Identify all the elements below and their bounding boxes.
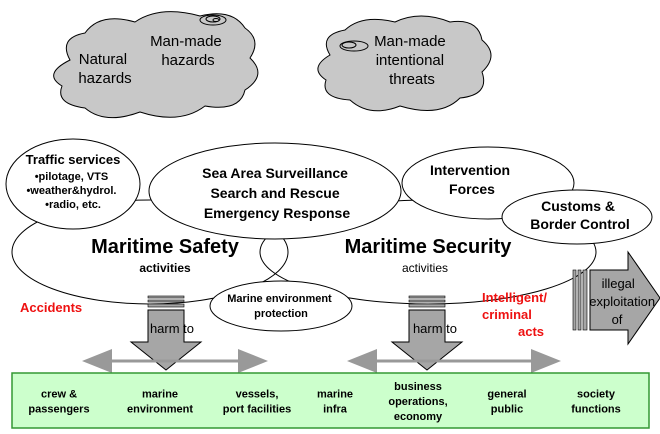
harm-to-label-2: harm to [413, 321, 457, 336]
target-item-line: marine [142, 389, 178, 401]
maritime-safety-title: Maritime Safety [91, 236, 240, 258]
criminal-line1: Intelligent/ [482, 290, 547, 305]
target-item: marine infra [317, 389, 353, 416]
targets-bar [11, 372, 650, 429]
target-item-line: vessels, [236, 389, 279, 401]
surveillance-line2: Search and Rescue [210, 185, 339, 201]
customs-ellipse [501, 189, 653, 245]
targets-group: crew & passengers marine environment vessels… [28, 381, 620, 423]
illegal-line2: exploitation [589, 294, 655, 309]
traffic-item-1: •pilotage, VTS [35, 171, 109, 183]
svg-text:illegal exploitation: illegal exploitation of [589, 276, 658, 327]
surveillance-ellipse [148, 142, 402, 240]
marine-env-ellipse [209, 280, 353, 332]
marine-env-line2: protection [254, 308, 308, 320]
cloud-natural-line2: hazards [78, 70, 131, 87]
svg-text:Intervention Forces: Intervention Forces [430, 162, 514, 197]
cloud-manmade-line1: Man-made [150, 33, 222, 50]
target-item: crew & passengers [28, 389, 89, 416]
harm-arrow-safety: harm to [129, 295, 203, 371]
target-item: vessels, port facilities [223, 389, 291, 416]
target-item: society functions [571, 389, 621, 416]
illegal-line1: illegal [602, 276, 635, 291]
target-item-line: economy [394, 411, 443, 423]
maritime-safety-subtitle: activities [139, 261, 191, 275]
traffic-item-2: •weather&hydrol. [26, 185, 116, 197]
harm-to-label-1: harm to [150, 321, 194, 336]
maritime-security-subtitle: activities [402, 261, 448, 275]
target-item: marine environment [127, 389, 193, 416]
traffic-services-ellipse [5, 138, 141, 230]
target-item-line: functions [571, 404, 621, 416]
accidents-label: Accidents [20, 300, 82, 315]
svg-text:Man-made hazards: Man-made hazards [150, 33, 226, 69]
cloud-hazards: Natural hazards Man-made hazards [53, 11, 259, 119]
svg-text:Intelligent/ criminal: Intelligent/ criminal acts [482, 290, 551, 339]
intervention-line1: Intervention [430, 162, 510, 178]
svg-text:Natural hazards: Natural hazards [78, 51, 131, 87]
svg-text:Man-made intentional: Man-made intentional threats [374, 33, 450, 88]
cloud-intentional-line3: threats [389, 71, 435, 88]
surveillance-line3: Emergency Response [204, 205, 350, 221]
maritime-security-title: Maritime Security [345, 236, 513, 258]
illegal-exploitation-arrow: illegal exploitation of [572, 250, 660, 346]
marine-env-line1: Marine environment [227, 293, 332, 305]
target-item-line: port facilities [223, 404, 291, 416]
cloud-natural-line1: Natural [79, 51, 127, 68]
target-item-line: business [394, 381, 442, 393]
customs-line1: Customs & [541, 198, 615, 214]
cloud-intentional-line2: intentional [376, 52, 444, 69]
target-item: general public [487, 389, 526, 416]
target-item-line: crew & [41, 389, 77, 401]
target-item-line: public [491, 404, 523, 416]
surveillance-line1: Sea Area Surveillance [202, 165, 348, 181]
svg-text:•pilotage, VTS •weather&hy: •pilotage, VTS •weather&hydrol. •radio, … [26, 171, 119, 211]
traffic-item-3: •radio, etc. [45, 199, 101, 211]
target-item-line: infra [323, 404, 348, 416]
illegal-line3: of [612, 312, 623, 327]
svg-text:Marine environment protect: Marine environment protection [227, 293, 335, 320]
criminal-line2: criminal [482, 307, 532, 322]
target-item-line: society [577, 389, 616, 401]
cloud-intentional-threats: Man-made intentional threats [317, 15, 492, 112]
cloud-intentional-line1: Man-made [374, 33, 446, 50]
harm-arrow-security: harm to [390, 295, 464, 371]
intervention-line2: Forces [449, 181, 495, 197]
target-item-line: operations, [388, 396, 447, 408]
target-item-line: general [487, 389, 526, 401]
svg-text:Sea Area Surveillance Sear: Sea Area Surveillance Search and Rescue … [202, 165, 352, 221]
target-item-line: marine [317, 389, 353, 401]
svg-text:Customs & Border Control: Customs & Border Control [530, 198, 630, 232]
target-item-line: passengers [28, 404, 89, 416]
target-item: business operations, economy [388, 381, 447, 423]
cloud-manmade-line2: hazards [161, 52, 214, 69]
criminal-line3: acts [518, 324, 544, 339]
customs-line2: Border Control [530, 216, 630, 232]
traffic-services-title: Traffic services [26, 152, 121, 167]
target-item-line: environment [127, 404, 193, 416]
